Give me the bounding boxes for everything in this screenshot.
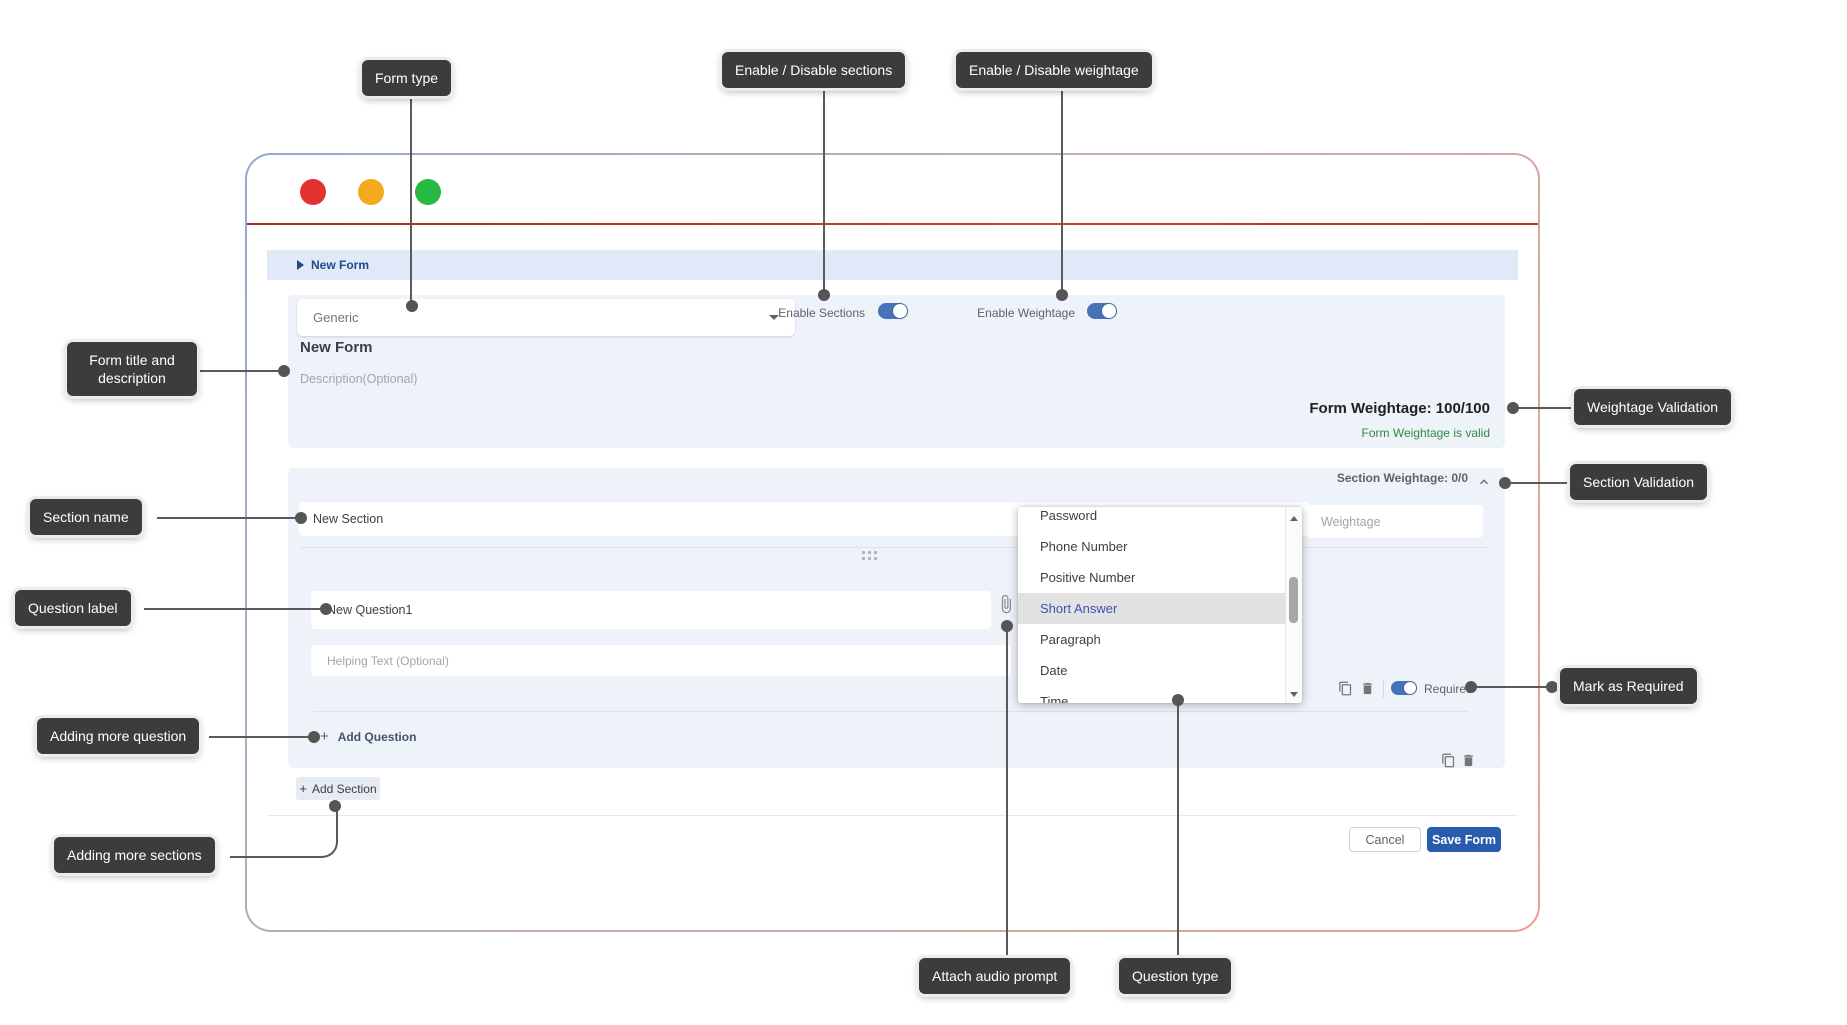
form-type-value: Generic [313,310,359,325]
callout-mark-as-required: Mark as Required [1560,668,1697,705]
add-question-button[interactable]: + Add Question [320,728,416,745]
connector-dot [278,365,290,377]
section-divider [300,547,1490,548]
callout-section-name: Section name [30,499,142,536]
connector-line [209,736,310,738]
required-label: Required [1424,682,1473,696]
connector-line [410,98,412,302]
delete-question-icon[interactable] [1360,681,1375,696]
connector-dot [406,300,418,312]
form-type-select[interactable]: Generic [297,299,795,336]
callout-section-validation: Section Validation [1570,464,1708,501]
scrollbar-thumb[interactable] [1289,577,1298,623]
footer-divider [267,815,1518,816]
breadcrumb[interactable]: New Form [267,250,1518,280]
connector-dot [308,731,320,743]
plus-icon: + [299,781,307,796]
dropdown-item-short-answer[interactable]: Short Answer [1018,593,1286,624]
chevron-down-icon [769,315,779,320]
required-toggle[interactable] [1391,681,1417,695]
save-form-button[interactable]: Save Form [1427,827,1501,852]
breadcrumb-arrow-icon [297,260,304,270]
connector-line [1519,407,1574,409]
attach-audio-icon[interactable] [996,593,1016,615]
connector-dot [1056,289,1068,301]
divider [1383,680,1384,698]
dropdown-item-phone-number[interactable]: Phone Number [1040,539,1128,554]
connector-dot [1172,694,1184,706]
add-question-label: Add Question [337,729,417,744]
connector-line [1061,90,1063,291]
cancel-button[interactable]: Cancel [1349,827,1421,852]
enable-sections-toggle[interactable] [878,303,908,319]
callout-enable-disable-weightage: Enable / Disable weightage [956,52,1152,89]
copy-section-icon[interactable] [1441,753,1456,768]
connector-dot [1001,620,1013,632]
dropdown-scrollbar[interactable] [1285,507,1302,703]
question-divider [313,711,1468,712]
enable-weightage-label: Enable Weightage [977,306,1075,320]
section-weightage-input[interactable] [1307,505,1483,538]
callout-adding-more-question: Adding more question [37,718,200,755]
connector-line [195,370,280,372]
connector-dot [329,800,341,812]
connector-line [144,608,322,610]
connector-line [823,90,825,291]
connector-line [1177,700,1179,958]
callout-question-label: Question label [15,590,131,627]
copy-question-icon[interactable] [1338,681,1353,696]
callout-form-type: Form type [362,60,452,97]
question-type-dropdown: Password Phone Number Positive Number Sh… [1018,507,1302,703]
dropdown-item-paragraph[interactable]: Paragraph [1040,632,1101,647]
breadcrumb-label: New Form [311,258,370,272]
add-section-label: Add Section [311,781,377,796]
delete-section-icon[interactable] [1461,753,1476,768]
question-label-input[interactable] [311,591,991,629]
enable-sections-label: Enable Sections [778,306,865,320]
callout-question-type: Question type [1119,958,1232,995]
connector-dot [1546,681,1558,693]
plus-icon: + [320,728,329,745]
dropdown-item-time[interactable]: Time [1040,694,1069,703]
form-title-input[interactable] [300,336,800,358]
callout-weightage-validation: Weightage Validation [1574,389,1732,426]
dropdown-item-positive-number[interactable]: Positive Number [1040,570,1136,585]
connector-dot [1465,681,1477,693]
connector-line [230,806,338,858]
traffic-light-red-icon [300,179,326,205]
connector-dot [1499,477,1511,489]
helping-text-input[interactable] [311,645,1011,676]
form-weightage-value: Form Weightage: 100/100 [1309,400,1490,417]
dropdown-item-password[interactable]: Password [1040,508,1098,523]
connector-line [1006,626,1008,958]
connector-dot [295,512,307,524]
traffic-light-yellow-icon [358,179,384,205]
callout-attach-audio-prompt: Attach audio prompt [919,958,1071,995]
form-description-input[interactable] [300,370,800,388]
traffic-light-green-icon [415,179,441,205]
add-section-button[interactable]: + Add Section [296,777,380,800]
window-divider [247,223,1538,225]
callout-form-title-and-description: Form title and description [67,342,197,397]
dropdown-item-date[interactable]: Date [1040,663,1068,678]
drag-handle-icon[interactable] [861,550,878,561]
scroll-down-icon[interactable] [1290,692,1298,697]
connector-dot [818,289,830,301]
form-weightage-valid-message: Form Weightage is valid [1361,426,1491,440]
connector-line [1471,686,1555,688]
connector-line [1511,482,1570,484]
callout-enable-disable-sections: Enable / Disable sections [722,52,906,89]
scroll-up-icon[interactable] [1290,516,1298,521]
section-weightage-value: Section Weightage: 0/0 [1336,471,1468,485]
chevron-up-icon[interactable] [1476,474,1492,490]
connector-dot [320,603,332,615]
callout-adding-more-sections: Adding more sections [54,837,215,874]
connector-line [157,517,297,519]
enable-weightage-toggle[interactable] [1087,303,1117,319]
connector-dot [1507,402,1519,414]
